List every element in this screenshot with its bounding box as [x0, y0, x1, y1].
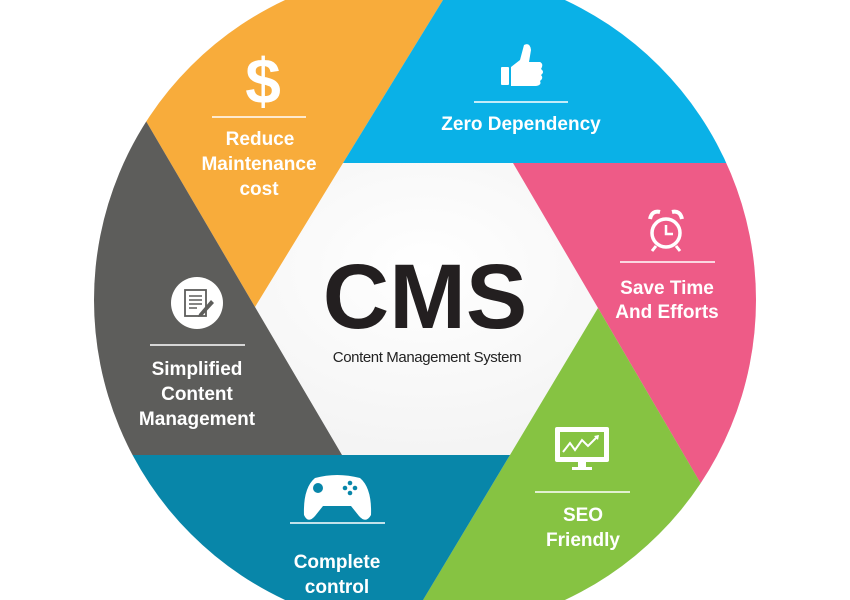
- label-save-line1: Save Time: [620, 278, 714, 299]
- label-reduce-line1: Reduce: [226, 129, 295, 150]
- label-simplified-line1: Simplified: [152, 359, 243, 380]
- dollar-icon: $: [245, 45, 281, 117]
- segment-complete-control: [94, 455, 510, 600]
- label-save-line2: And Efforts: [615, 302, 718, 323]
- label-zero-dependency: Zero Dependency: [441, 114, 601, 135]
- cms-title: CMS: [323, 246, 527, 348]
- monitor-chart-icon: [555, 427, 609, 470]
- gamepad-icon: [303, 475, 372, 520]
- label-control-line2: control: [305, 577, 369, 598]
- segment-simplified-content: [94, 0, 342, 455]
- label-control-line1: Complete: [294, 552, 381, 573]
- document-edit-icon: [171, 277, 223, 329]
- label-simplified-line2: Content: [161, 384, 233, 405]
- label-seo-line2: Friendly: [546, 530, 620, 551]
- label-seo-line1: SEO: [563, 505, 603, 526]
- label-simplified-line3: Management: [139, 409, 256, 430]
- thumbs-up-icon: [501, 44, 543, 86]
- segment-save-time: [513, 163, 756, 600]
- alarm-clock-icon: [648, 209, 684, 252]
- label-reduce-line2: Maintenance: [201, 154, 316, 175]
- cms-subtitle: Content Management System: [333, 349, 521, 366]
- label-reduce-line3: cost: [239, 179, 279, 200]
